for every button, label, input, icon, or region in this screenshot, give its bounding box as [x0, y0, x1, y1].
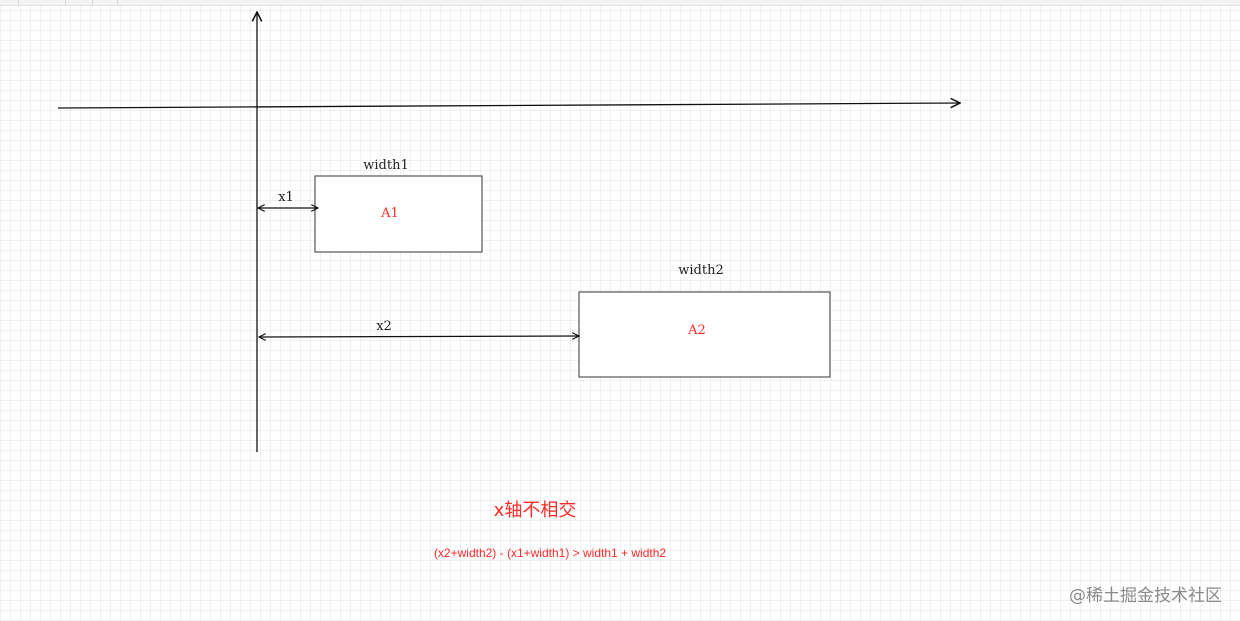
- box-a1[interactable]: [314, 175, 483, 253]
- x2-dimension-arrow: [259, 336, 579, 337]
- x2-label: x2: [376, 319, 392, 334]
- x1-label: x1: [278, 190, 294, 205]
- box-a1-label: A1: [380, 206, 399, 221]
- toolbar-tab[interactable]: [66, 0, 93, 5]
- top-toolbar-strip: [0, 0, 1240, 6]
- box-a2-label: A2: [687, 323, 706, 338]
- watermark-text: @稀土掘金技术社区: [1069, 586, 1222, 606]
- x-axis: [57, 103, 960, 109]
- caption-formula: (x2+width2) - (x1+width1) > width1 + wid…: [433, 546, 667, 560]
- width2-label: width2: [678, 263, 723, 278]
- width1-label: width1: [363, 158, 408, 173]
- toolbar-tab[interactable]: [0, 0, 19, 5]
- caption-title: x轴不相交: [493, 500, 577, 521]
- toolbar-tab[interactable]: [19, 0, 66, 5]
- toolbar-tab[interactable]: [93, 0, 118, 5]
